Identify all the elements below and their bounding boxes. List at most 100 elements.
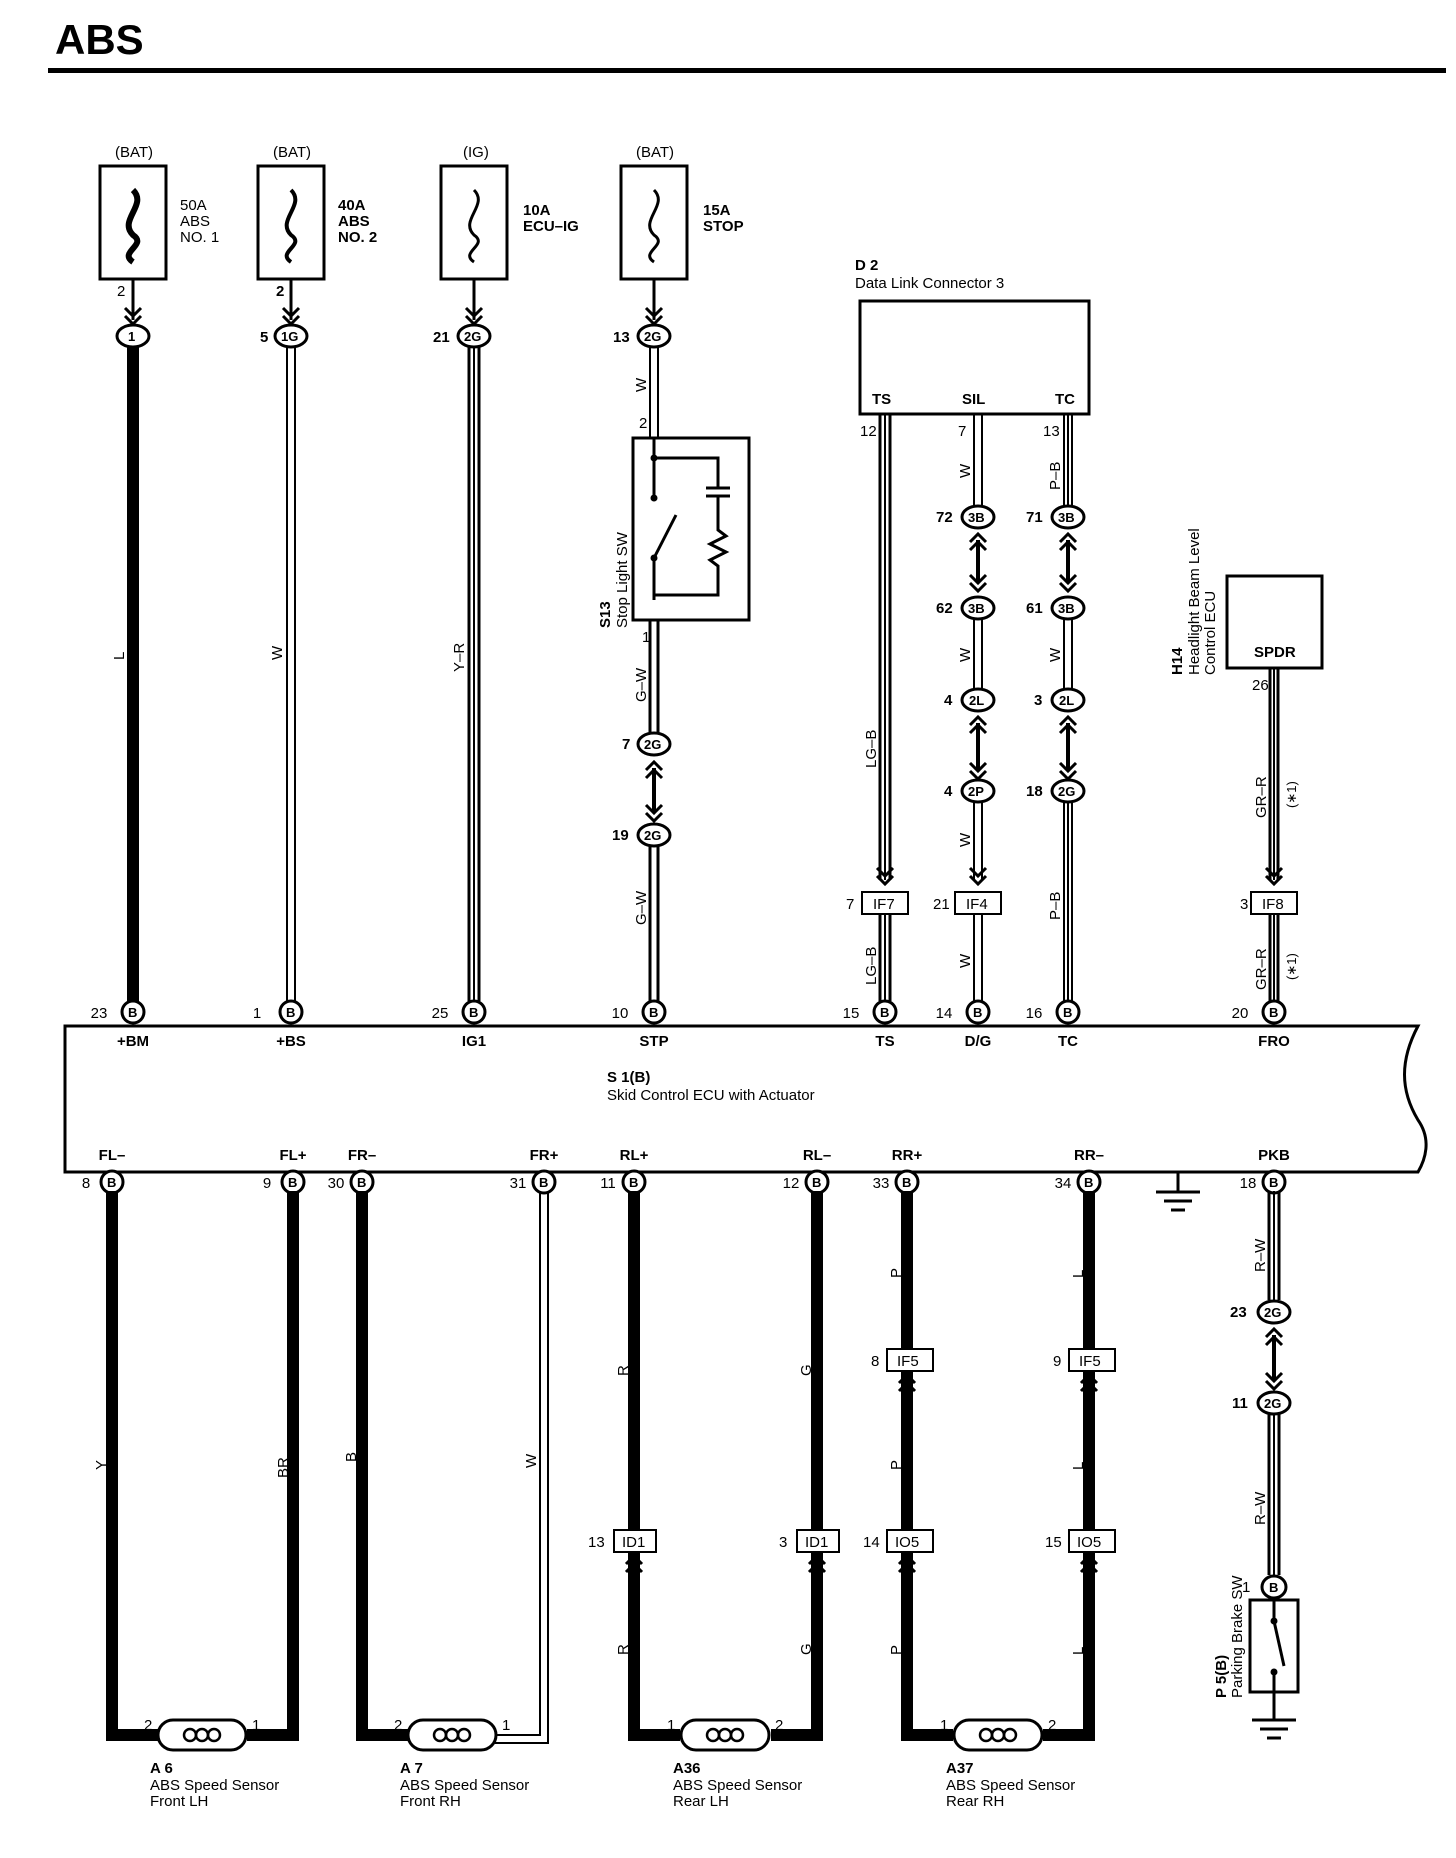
component-name: Data Link Connector 3 — [855, 275, 1004, 292]
component-name: Headlight Beam Level — [1186, 528, 1203, 675]
pin-connector: B — [649, 1005, 658, 1020]
wire-color-label: W — [633, 377, 650, 392]
pin-name: FR+ — [530, 1147, 559, 1164]
connector-id: 2P — [968, 784, 984, 799]
connector-id: 2G — [1058, 784, 1075, 799]
wire-color-label: GR–R — [1253, 948, 1270, 990]
pin-num: 23 — [91, 1005, 108, 1022]
wire-color-label: LG–B — [863, 947, 880, 985]
junction-pin: 15 — [1045, 1534, 1062, 1551]
pin-name: PKB — [1258, 1147, 1290, 1164]
wire-color-label: LG–B — [863, 730, 880, 768]
ecu-top-pins: B23+BMB1+BSB25IG1B10STPB15TSB14D/GB16TCB… — [91, 999, 1290, 1050]
wire-color-label: P — [888, 1268, 905, 1278]
pin-name: TC — [1055, 391, 1075, 408]
fuse-source: (BAT) — [115, 144, 153, 161]
junction-pin: 8 — [871, 1353, 879, 1370]
switch-id: S13 — [597, 601, 614, 628]
sensor-pin: 1 — [502, 1717, 510, 1734]
sensor-position: Rear RH — [946, 1793, 1004, 1810]
connector-id: 1G — [281, 329, 298, 344]
wire-color-label: G — [798, 1364, 815, 1376]
skid-control-ecu: S 1(B) Skid Control ECU with Actuator — [63, 1024, 1428, 1174]
fuse-pin: 2 — [276, 283, 284, 300]
junction-pin: 13 — [588, 1534, 605, 1551]
sensor-name: ABS Speed Sensor — [150, 1777, 279, 1794]
switch-pin: 1 — [1242, 1579, 1250, 1596]
fuse-name: ECU–IG — [523, 218, 579, 235]
pin-num: 16 — [1026, 1005, 1043, 1022]
fuse-source: (BAT) — [273, 144, 311, 161]
connector-id: 3B — [1058, 601, 1075, 616]
pin-num: 33 — [873, 1175, 890, 1192]
pin-num: 15 — [843, 1005, 860, 1022]
pin-connector: B — [357, 1175, 366, 1190]
pin-num: 26 — [1252, 677, 1269, 694]
wire-color-label: W — [269, 645, 286, 660]
connector-id: 2L — [969, 693, 984, 708]
pin-connector: B — [107, 1175, 116, 1190]
stop-light-switch: S13 Stop Light SW 1 — [597, 436, 751, 646]
pin-num: 13 — [1043, 423, 1060, 440]
wire-color-label: G–W — [633, 667, 650, 702]
pin-name: RR– — [1074, 1147, 1104, 1164]
sensor-name: ABS Speed Sensor — [946, 1777, 1075, 1794]
wire-frp: GR–R (∗1) 3 IF8 GR–R (∗1) — [1240, 668, 1299, 1001]
connector-pin: 62 — [936, 600, 953, 617]
wire-color-label: L — [1070, 1462, 1087, 1470]
connector-id: 2G — [644, 737, 661, 752]
wire-color-label: R — [615, 1365, 632, 1376]
wire-color-label: P–B — [1047, 462, 1064, 490]
pin-name: SIL — [962, 391, 985, 408]
wire-color-label: W — [957, 647, 974, 662]
connector-id: 3B — [1058, 510, 1075, 525]
connector-id: 2G — [1264, 1396, 1281, 1411]
junction-id: IO5 — [1077, 1534, 1101, 1551]
connector-pin: 7 — [622, 736, 630, 753]
pin-connector: B — [469, 1005, 478, 1020]
ecu-pin: FR–B30 — [328, 1147, 376, 1195]
pin-num: 31 — [510, 1175, 527, 1192]
pin-connector: B — [880, 1005, 889, 1020]
junction-id: IF7 — [873, 896, 895, 913]
ecu-name: Skid Control ECU with Actuator — [607, 1087, 815, 1104]
wire-yr-ig1: Y–R — [451, 347, 481, 1001]
page-title: ABS — [55, 16, 144, 63]
sensor-pin: 1 — [940, 1717, 948, 1734]
ecu-pin: RR+B33 — [873, 1147, 922, 1195]
fuse-name: ABS — [338, 213, 370, 230]
sensor-pin: 2 — [775, 1717, 783, 1734]
connector-pin: 23 — [1230, 1304, 1247, 1321]
title-rule — [48, 68, 1446, 73]
connector-pin: 4 — [944, 783, 953, 800]
connector-pin: 3 — [1034, 692, 1042, 709]
sensor-pin: 1 — [667, 1717, 675, 1734]
connector-id: 2G — [644, 828, 661, 843]
wire-rear-rh: P L IF5 8 IF5 9 P L IO5 14 IO5 15 P L — [863, 1191, 1116, 1741]
pin-num: 25 — [432, 1005, 449, 1022]
pin-connector: B — [1084, 1175, 1093, 1190]
pin-connector: B — [629, 1175, 638, 1190]
pin-name: TS — [875, 1033, 894, 1050]
pin-name: +BS — [276, 1033, 306, 1050]
connector-id: 3B — [968, 510, 985, 525]
pin-name: RL– — [803, 1147, 831, 1164]
sensor-id: A 7 — [400, 1760, 423, 1777]
connector-pin: 5 — [260, 329, 268, 346]
junction-pin: 9 — [1053, 1353, 1061, 1370]
sensor-name: ABS Speed Sensor — [400, 1777, 529, 1794]
switch-pin: 1 — [642, 629, 650, 646]
connector-pin: 71 — [1026, 509, 1043, 526]
pin-connector: B — [288, 1175, 297, 1190]
ecu-pin: FL+B9 — [263, 1147, 307, 1195]
junction-pin: 7 — [846, 896, 854, 913]
ecu-bottom-pins: FL–B8FL+B9FR–B30FR+B31RL+B11RL–B12RR+B33… — [82, 1147, 1290, 1195]
ecu-pin: RL–B12 — [783, 1147, 831, 1195]
sensor-pin: 1 — [252, 1717, 260, 1734]
sensor-name: ABS Speed Sensor — [673, 1777, 802, 1794]
